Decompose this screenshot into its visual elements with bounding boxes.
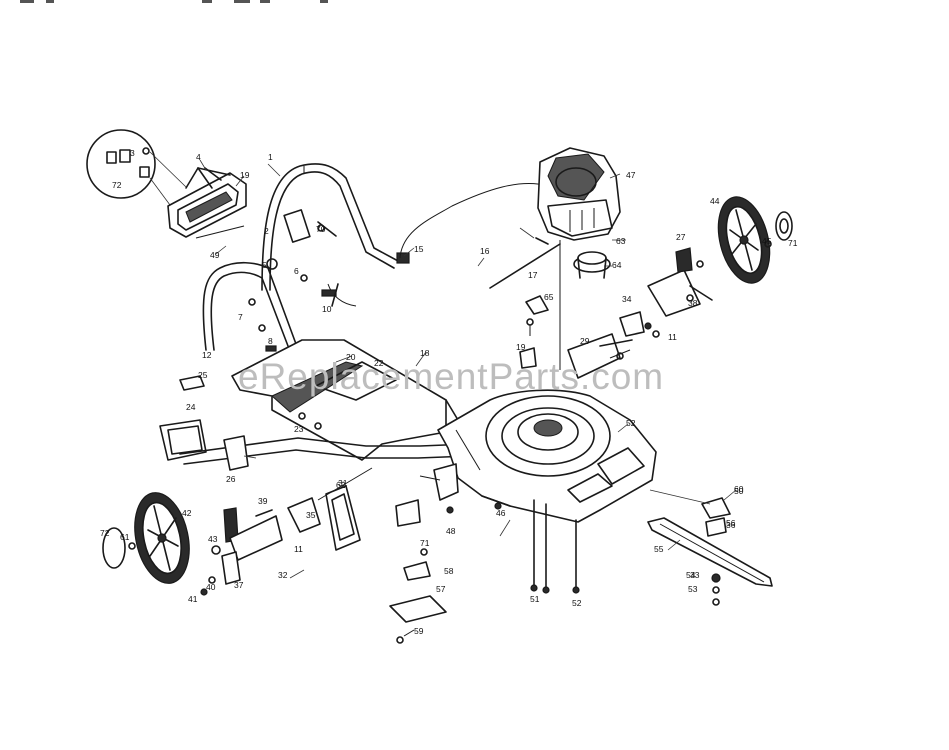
callout-label: 48 [446, 526, 456, 536]
callout-label: 6 [294, 266, 299, 276]
callout-label: 52 [572, 598, 582, 608]
callout-label: 41 [188, 594, 198, 604]
callout-label: 71 [788, 238, 798, 248]
callout-label: 42 [182, 508, 192, 518]
handle-knob-cluster [266, 258, 339, 307]
right-wheel-upper [717, 196, 793, 284]
callout-labels: 1 2 3 4 5 6 7 8 10 11 11 12 15 16 17 18 … [100, 148, 798, 636]
callout-label: 38 [688, 298, 698, 308]
callout-label: 18 [420, 348, 430, 358]
callout-label: 47 [626, 170, 636, 180]
callout-label: 11 [668, 332, 677, 342]
callout-label: 1 [268, 152, 273, 162]
callout-label: 10 [322, 304, 332, 314]
callout-label: 58 [444, 566, 454, 576]
callout-label: 5 [262, 260, 267, 270]
callout-label: 71 [420, 538, 430, 548]
callout-label: 25 [198, 370, 208, 380]
callout-label: 29 [580, 336, 590, 346]
callout-label: 24 [186, 402, 196, 412]
rear-deflector [231, 339, 459, 461]
callout-label: 4 [196, 152, 201, 162]
callout-label: 39 [258, 496, 268, 506]
callout-label: 20 [346, 352, 356, 362]
callout-label: 49 [210, 250, 220, 260]
callout-label: 19 [240, 170, 250, 180]
callout-label: 3 [130, 148, 135, 158]
callout-label: 72 [100, 528, 110, 538]
callout-label: 45 [762, 236, 772, 246]
watermark-text: eReplacementParts.com [238, 356, 665, 397]
drive-rod [489, 243, 561, 289]
callout-label: 70 [316, 224, 326, 234]
callout-label: 50 [734, 486, 744, 496]
callout-label: 2 [264, 226, 269, 236]
callout-label: 59 [414, 626, 424, 636]
decal-plates [159, 375, 207, 461]
grass-catcher-frame [167, 167, 247, 239]
callout-label: 35 [306, 510, 316, 520]
right-axle-bracket [567, 333, 633, 379]
callout-label: 27 [676, 232, 686, 242]
callout-label: 43 [208, 534, 218, 544]
blade [647, 489, 773, 606]
cable-rod [535, 237, 549, 245]
callout-label: 61 [120, 532, 130, 542]
control-cable [399, 183, 549, 259]
callout-label: 33 [690, 570, 700, 580]
callout-label: 52 [626, 418, 636, 428]
callout-label: 11 [294, 544, 303, 554]
callout-label: 37 [234, 580, 244, 590]
callout-label: 60 [734, 484, 744, 494]
drive-pulley [573, 251, 611, 279]
callout-label: 63 [616, 236, 626, 246]
right-height-adjuster [619, 247, 713, 338]
callout-label: 16 [480, 246, 490, 256]
rear-axle-bar [179, 435, 471, 471]
callout-label: 34 [622, 294, 632, 304]
callout-label: 53 [688, 584, 698, 594]
left-height-adjuster [200, 507, 283, 596]
callout-label: 46 [496, 508, 506, 518]
small-loose-parts [389, 499, 502, 644]
callout-label: 15 [414, 244, 424, 254]
callout-label: 23 [294, 424, 304, 434]
control-cable-lower [327, 283, 357, 307]
callout-label: 22 [374, 358, 384, 368]
upper-handle [261, 163, 410, 291]
mower-deck [437, 389, 657, 523]
callout-leaders [199, 159, 737, 579]
callout-label: 64 [612, 260, 622, 270]
callout-label: 40 [206, 582, 216, 592]
callout-label: 26 [226, 474, 236, 484]
callout-label: 57 [436, 584, 446, 594]
callout-label: 54 [686, 570, 696, 580]
callout-label: 36 [726, 520, 736, 530]
deck-bolts [530, 499, 580, 594]
callout-label: 72 [112, 180, 122, 190]
callout-label: 65 [544, 292, 554, 302]
callout-label: 31 [338, 478, 348, 488]
left-wheel-lower [102, 492, 190, 584]
callout-label: 17 [528, 270, 538, 280]
bag-frame-detail-circle [86, 129, 187, 206]
callout-label: 51 [530, 594, 540, 604]
callout-label: 12 [202, 350, 212, 360]
callout-label: 56 [726, 518, 736, 528]
callout-label: 8 [268, 336, 273, 346]
cable-bracket [519, 295, 549, 369]
callout-label: 19 [516, 342, 526, 352]
lower-handle [202, 261, 297, 352]
cropped-header-fragment [20, 0, 340, 6]
callout-label: 55 [654, 544, 664, 554]
engine [537, 147, 626, 241]
callout-label: 62 [336, 480, 346, 490]
callout-label: 32 [278, 570, 288, 580]
callout-label: 44 [710, 196, 720, 206]
rear-shield-assembly [287, 463, 459, 551]
callout-label: 7 [238, 312, 243, 322]
